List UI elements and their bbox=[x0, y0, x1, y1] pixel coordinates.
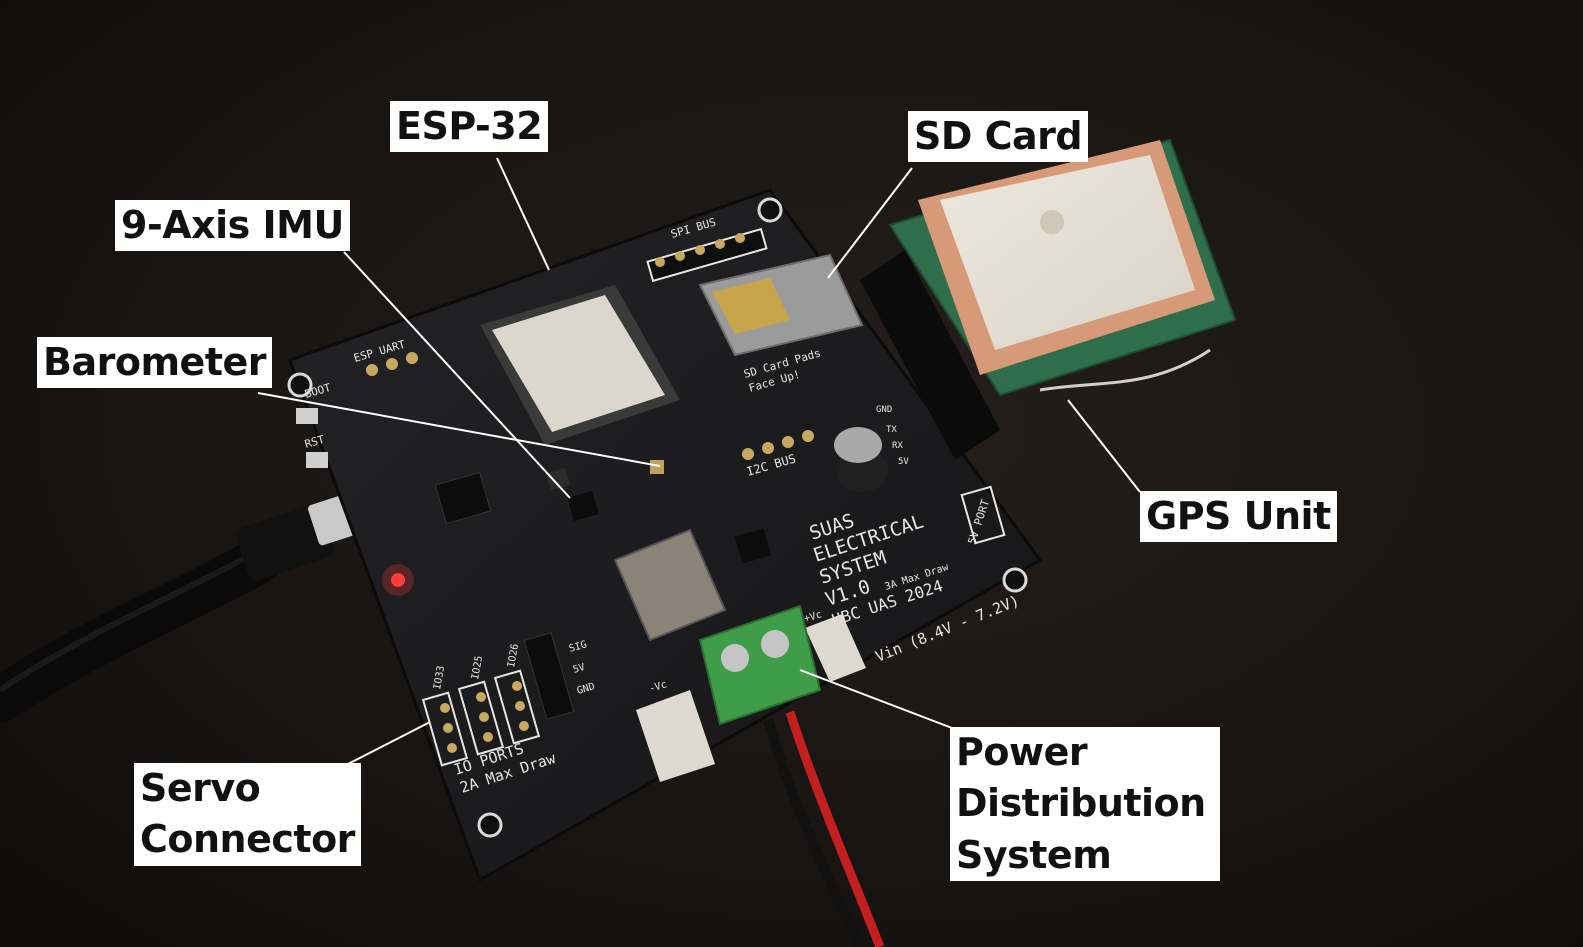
terminal-block bbox=[698, 604, 822, 726]
label-sd-card: SD Card bbox=[908, 111, 1089, 163]
servo-header: SIG 5V GND bbox=[523, 632, 596, 720]
label-9-axis-imu: 9-Axis IMU bbox=[115, 200, 350, 252]
servo-pin-gnd: GND bbox=[576, 681, 596, 697]
neg-vc-silk: -Vc bbox=[648, 679, 668, 695]
power-pads: +Vc -Vc bbox=[636, 609, 866, 782]
io-pin-label-3: IO26 bbox=[506, 643, 521, 669]
label-barometer: Barometer bbox=[37, 337, 272, 389]
label-power-distribution-line-3: System bbox=[956, 832, 1112, 877]
label-servo-connector-line-2: Connector bbox=[140, 817, 355, 862]
label-gps-unit: GPS Unit bbox=[1140, 491, 1337, 543]
electrolytic-capacitor bbox=[834, 427, 888, 492]
gps-pin-rx: RX bbox=[892, 441, 903, 451]
leader-lines bbox=[257, 157, 1141, 765]
power-led-glow bbox=[382, 564, 414, 596]
label-servo-connector-line-1: Servo bbox=[140, 766, 261, 810]
gps-pin-gnd: GND bbox=[876, 405, 892, 415]
mount-hole bbox=[287, 372, 313, 398]
servo-pin-5v: 5V bbox=[572, 662, 587, 676]
label-servo-connector: Servo Connector bbox=[134, 763, 361, 866]
gps-module: GND TX RX 5V bbox=[860, 138, 1237, 467]
leader-line-servo bbox=[347, 721, 431, 765]
mount-hole bbox=[477, 812, 503, 838]
pcb-board bbox=[287, 188, 1043, 883]
leader-line-gps bbox=[1067, 399, 1141, 493]
label-esp32: ESP-32 bbox=[390, 101, 549, 153]
gps-pin-tx: TX bbox=[886, 425, 897, 435]
leader-line-barometer bbox=[257, 392, 661, 467]
power-led bbox=[391, 573, 405, 587]
servo-pin-sig: SIG bbox=[568, 639, 588, 655]
barometer-chip bbox=[650, 460, 664, 474]
label-power-distribution-system: Power Distribution System bbox=[950, 727, 1220, 881]
leader-line-power bbox=[799, 669, 953, 729]
usb-cable bbox=[0, 488, 376, 723]
label-power-distribution-line-2: Distribution bbox=[956, 781, 1206, 826]
rst-silk: RST bbox=[303, 433, 326, 451]
io-pin-label-1: IO33 bbox=[432, 665, 447, 691]
pos-vc-silk: +Vc bbox=[803, 609, 823, 625]
label-power-distribution-line-1: Power bbox=[956, 730, 1088, 774]
io-pin-label-2: IO25 bbox=[470, 655, 485, 681]
esp32-module bbox=[480, 285, 680, 445]
inductor bbox=[613, 528, 727, 642]
power-wires bbox=[763, 710, 885, 947]
mount-hole bbox=[757, 197, 783, 223]
leader-line-imu bbox=[343, 251, 571, 499]
gps-pin-5v: 5V bbox=[898, 457, 909, 467]
leader-line-sd-card bbox=[827, 167, 913, 279]
support-ics bbox=[434, 460, 772, 564]
mount-hole bbox=[1002, 567, 1028, 593]
leader-line-esp32 bbox=[496, 157, 550, 271]
